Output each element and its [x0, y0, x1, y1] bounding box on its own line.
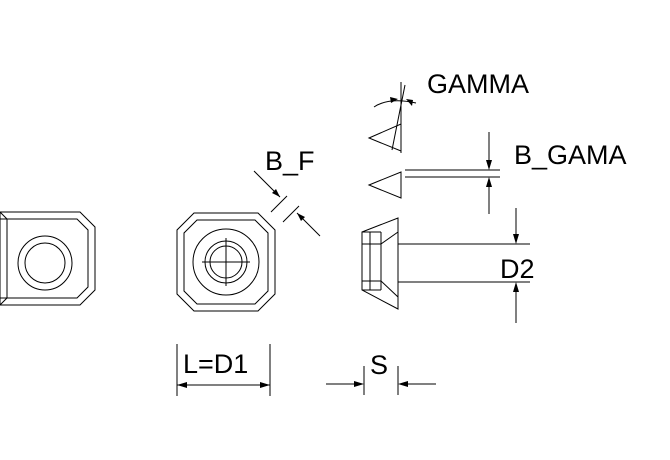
- b-gama-detail-triangle: [367, 171, 402, 199]
- b-f-label: B_F: [265, 146, 315, 176]
- insert-top-view-left: [0, 211, 96, 306]
- insert-top-view-main: [176, 212, 276, 312]
- s-label: S: [370, 350, 388, 380]
- gamma-angle-dimension: [373, 82, 417, 153]
- b-gama-dimension: [405, 132, 500, 214]
- l-d1-dimension: [176, 344, 271, 396]
- l-d1-label: L=D1: [183, 349, 248, 379]
- b-gama-label: B_GAMA: [514, 140, 627, 170]
- d2-dimension: [398, 208, 530, 323]
- s-dimension: [326, 366, 436, 395]
- d2-label: D2: [500, 254, 535, 284]
- gamma-label: GAMMA: [427, 69, 529, 99]
- b-f-dimension: [253, 170, 321, 237]
- insert-side-section: [361, 217, 399, 310]
